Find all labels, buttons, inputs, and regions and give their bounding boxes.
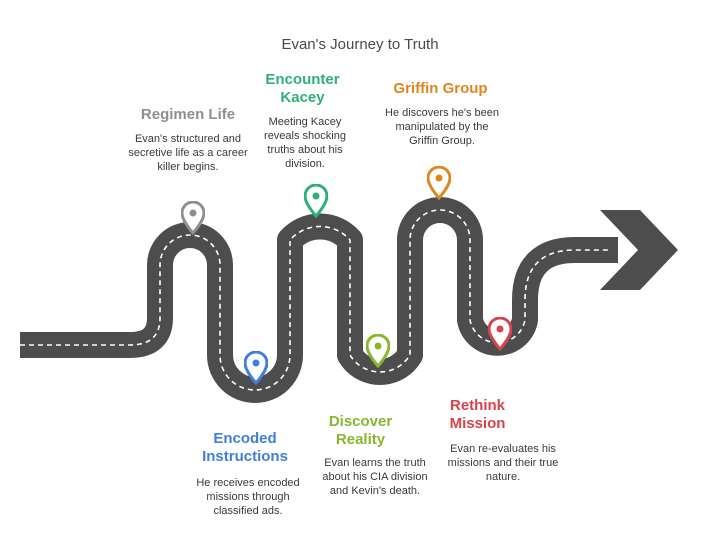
map-pin-icon: [427, 166, 451, 200]
milestone-regimen-description: Evan's structured and secretive life as …: [128, 133, 248, 173]
milestone-encoded-description: He receives encoded missions through cla…: [196, 477, 300, 517]
map-pin-icon: [181, 201, 205, 235]
map-pin-icon: [488, 317, 512, 351]
milestone-reality-description: Evan learns the truth about his CIA divi…: [322, 457, 428, 497]
milestone-kacey-label: Encounter Kacey: [265, 71, 340, 106]
map-pin-icon: [366, 334, 390, 368]
milestone-regimen-label: Regimen Life: [140, 106, 236, 123]
map-pin-icon: [304, 184, 328, 218]
arrow-head: [600, 210, 678, 290]
road-center-line: [20, 209, 610, 391]
milestone-rethink-description: Evan re-evaluates his missions and their…: [447, 443, 559, 483]
milestone-kacey-description: Meeting Kacey reveals shocking truths ab…: [264, 116, 346, 170]
diagram-title: Evan's Journey to Truth: [281, 36, 439, 53]
milestone-reality-label: Discover Reality: [328, 413, 393, 448]
milestone-griffin-label: Griffin Group: [393, 80, 488, 97]
winding-road: [20, 197, 618, 403]
milestone-encoded-label: Encoded Instructions: [202, 430, 288, 465]
milestone-griffin-description: He discovers he's been manipulated by th…: [385, 107, 499, 147]
map-pin-icon: [244, 351, 268, 385]
milestone-rethink-label: Rethink Mission: [449, 397, 506, 432]
